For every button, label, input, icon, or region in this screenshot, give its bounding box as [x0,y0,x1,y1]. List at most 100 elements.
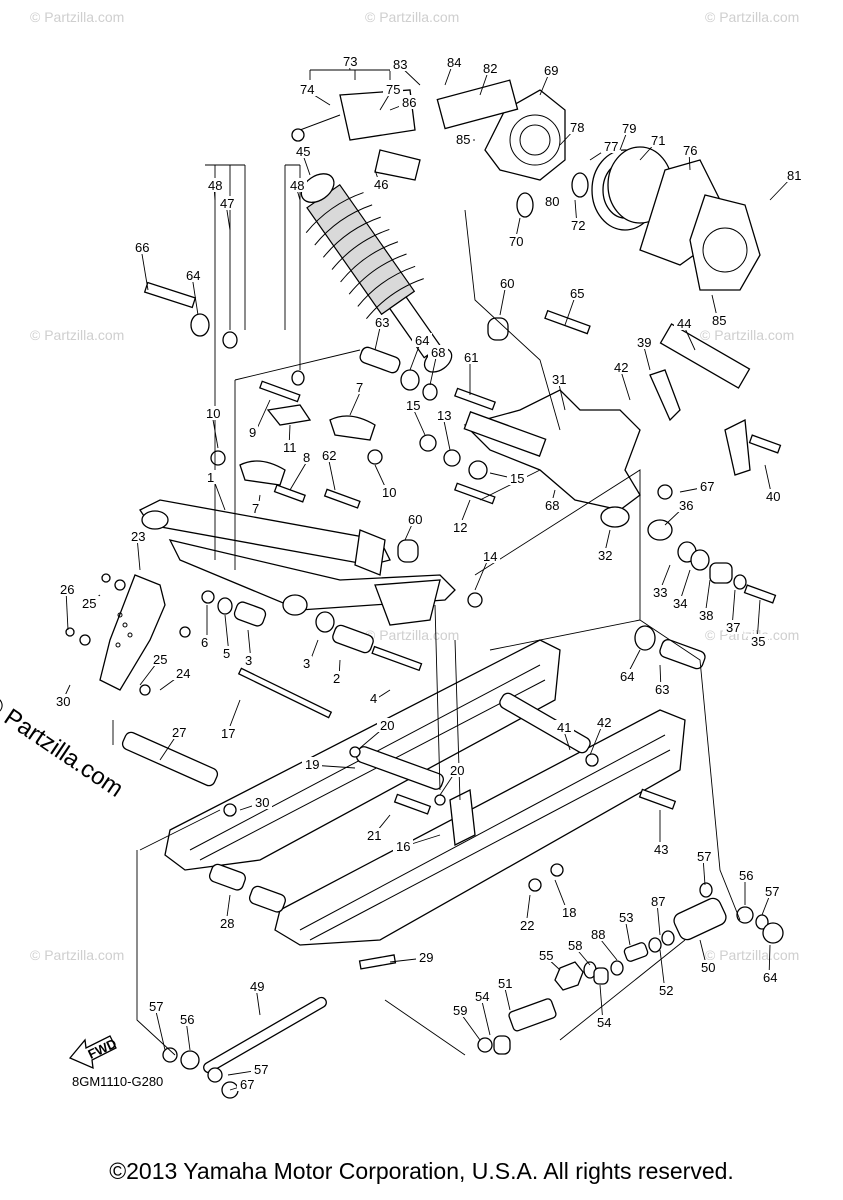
callout-bg [656,983,676,997]
adjuster-50 [673,897,727,941]
callout-number: 1 [207,470,214,485]
callout-bg [300,656,312,670]
bolt-9 [259,380,301,403]
callout-number: 8 [303,450,310,465]
callout-bg [507,471,527,485]
collar-54b [593,967,609,985]
bolt-53 [623,942,649,962]
callout-number: 14 [483,549,497,564]
callout-bg [399,95,419,109]
callout-number: 18 [562,905,576,920]
callout-bg [709,313,729,327]
callout-bg [247,979,267,993]
callout-bg [450,520,470,534]
callout-bg [405,512,425,526]
callout-bg [205,178,225,192]
callout-bg [619,121,639,135]
shaft-27 [121,731,219,787]
callout-number: 10 [206,406,220,421]
watermark: © Partzilla.com [30,327,124,343]
callout-number: 64 [415,333,429,348]
callout-bg [616,910,636,924]
callout-number: 20 [380,718,394,733]
callout-number: 22 [520,918,534,933]
washer-57c [699,882,713,898]
washer-42 [585,753,599,767]
callout-number: 27 [172,725,186,740]
callout-bg [541,63,561,77]
callout-bg [249,501,261,515]
callout-bg [340,54,360,68]
shock-eye-upper [300,173,335,203]
callout-number: 67 [240,1077,254,1092]
callout-number: 32 [598,548,612,563]
callout-bg [601,139,621,153]
callout-bg [567,120,587,134]
bracket-16 [449,789,476,846]
washer-52 [648,937,662,953]
callout-number: 72 [571,218,585,233]
watermark: © Partzilla.com [30,9,124,25]
callout-number: 29 [419,950,433,965]
arm-1-pivot-left [141,510,169,530]
arm-31-tube [463,411,547,457]
callout-number: 46 [374,177,388,192]
nut-10b [367,449,383,465]
arm-31-pivot [600,506,630,528]
callout-number: 25 [153,652,167,667]
callout-bg [694,849,714,863]
callout-bg [680,143,700,157]
callout-number: 38 [699,608,713,623]
callout-number: 55 [539,948,553,963]
callout-number: 64 [763,970,777,985]
bolt-24b [139,684,151,696]
reference-code: 8GM1110-G280 [72,1074,164,1089]
nut-67a [657,484,673,500]
callout-bg [393,839,413,853]
callout-bg [594,1015,614,1029]
callout-bg [403,398,423,412]
callout-number: 49 [250,979,264,994]
callout-number: 13 [437,408,451,423]
callout-bg [412,333,432,347]
callout-number: 39 [637,335,651,350]
callout-bg [595,548,615,562]
collar-54a [493,1035,511,1055]
cover-81 [689,194,761,291]
callout-bg [784,168,804,182]
callout-bg [377,718,397,732]
callout-number: 57 [254,1062,268,1077]
bolt-61 [454,387,496,411]
shock-absorber [143,89,453,386]
collar-64c [634,625,656,651]
callout-bg [353,380,365,394]
callout-number: 37 [726,620,740,635]
callout-bg [371,177,391,191]
collar-56b [736,906,754,924]
washer-57a [162,1047,178,1063]
adjuster-45 [374,149,421,181]
callout-bg [372,315,392,329]
callout-bg [252,795,272,809]
callout-bg [217,196,237,210]
axle-hardware [162,882,784,1099]
rear-arm [397,317,751,563]
bolt-40 [748,434,782,454]
callout-bg [650,585,670,599]
callout-number: 65 [570,286,584,301]
callout-bg [434,408,454,422]
callout-number: 30 [56,694,70,709]
watermark: © Partzilla.com [705,947,799,963]
callout-bg [218,726,238,740]
callout-number: 50 [701,960,715,975]
washer-57b [207,1067,223,1083]
callout-bg [568,218,588,232]
callout-number: 5 [223,646,230,661]
collar-28b [248,885,286,913]
callout-number: 56 [739,868,753,883]
callout-number: 52 [659,983,673,998]
callout-bg [495,976,515,990]
callout-bg [128,529,148,543]
bushing-68 [422,383,438,401]
